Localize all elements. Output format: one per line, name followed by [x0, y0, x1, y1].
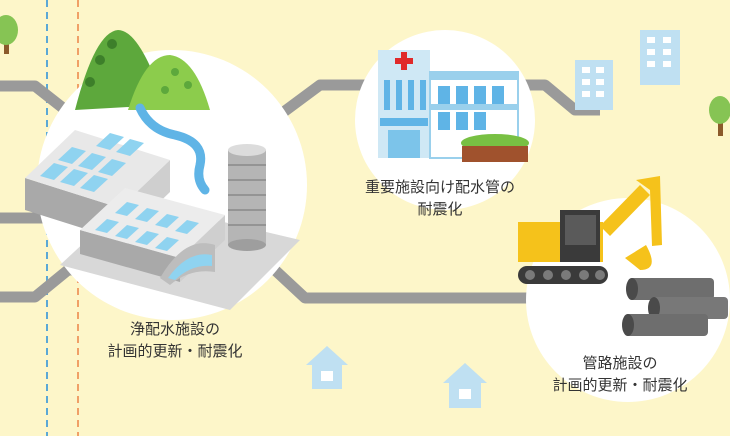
excavator-icon [518, 176, 662, 284]
pipes-label-line2: 計画的更新・耐震化 [552, 376, 688, 394]
office-building-icon [640, 30, 680, 85]
hospital-icon [378, 50, 529, 162]
pipes-label: 管路施設の 計画的更新・耐震化 [520, 352, 720, 396]
tree-icon [0, 15, 18, 54]
tree-icon [709, 96, 730, 136]
water-treatment-plant-icon [25, 130, 300, 310]
hospital-label-line2: 耐震化 [417, 200, 463, 218]
house-icon [443, 363, 487, 408]
office-building-icon [575, 60, 613, 110]
plant-label-line1: 浄配水施設の [129, 320, 220, 338]
house-icon [306, 346, 348, 389]
plant-label: 浄配水施設の 計画的更新・耐震化 [85, 318, 265, 362]
pipes-icon [622, 278, 728, 336]
river [135, 103, 210, 195]
hospital-label: 重要施設向け配水管の 耐震化 [330, 176, 550, 220]
mountain-icon [75, 30, 210, 110]
plant-label-line2: 計画的更新・耐震化 [107, 342, 243, 360]
hospital-label-line1: 重要施設向け配水管の [364, 178, 515, 196]
pipes-label-line1: 管路施設の [582, 354, 658, 372]
